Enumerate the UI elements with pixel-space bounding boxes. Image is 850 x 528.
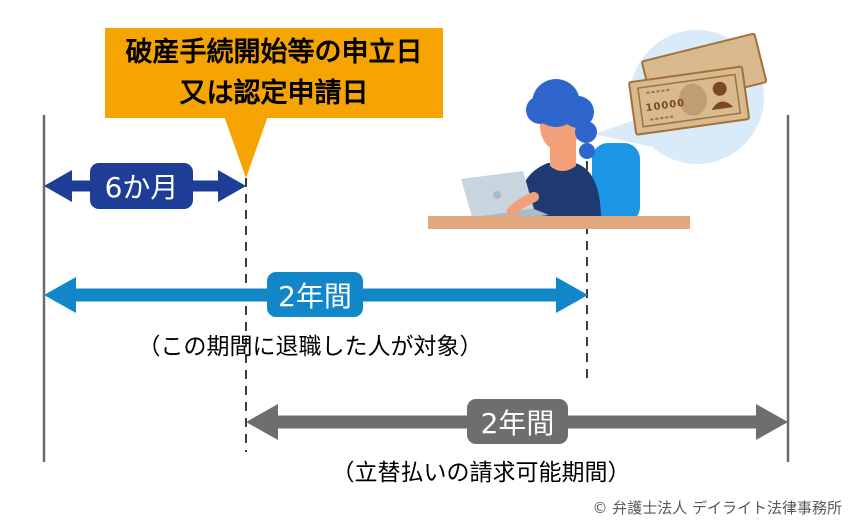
banknote-serial-mark — [646, 88, 671, 94]
callout-bubble: 破産手続開始等の申立日 又は認定申請日 — [105, 28, 443, 118]
caption-retirement-eligibility: （この期間に退職した人が対象） — [137, 334, 483, 360]
chair-shape — [592, 143, 640, 223]
label-claim-period: 2年間 — [467, 399, 568, 444]
callout-line-1: 破産手続開始等の申立日 — [125, 37, 423, 68]
person-hand — [507, 192, 539, 216]
caption-claim-period: （立替払いの請求可能期間） — [331, 460, 631, 486]
person-at-laptop-illustration — [428, 79, 690, 229]
person-hair — [526, 79, 597, 159]
callout-tail — [224, 116, 268, 178]
laptop-logo — [493, 191, 501, 199]
label-six-months: 6か月 — [90, 163, 193, 209]
banknote-serial-mark-2 — [650, 115, 675, 121]
banknote-inner-border — [636, 73, 742, 128]
desk-shape — [428, 216, 690, 229]
banknote-portrait-body — [711, 101, 734, 111]
banknote-icon: 10000 — [628, 32, 768, 136]
banknote-portrait-head — [712, 81, 727, 96]
copyright-text: © 弁護士法人 デイライト法律事務所 — [592, 499, 842, 517]
label-retirement-period: 2年間 — [267, 272, 363, 317]
money-thought-bubble: 10000 — [594, 30, 768, 164]
callout-line-2: 又は認定申請日 — [179, 78, 369, 109]
banknote-oval — [678, 83, 708, 116]
banknote-value: 10000 — [645, 98, 686, 114]
